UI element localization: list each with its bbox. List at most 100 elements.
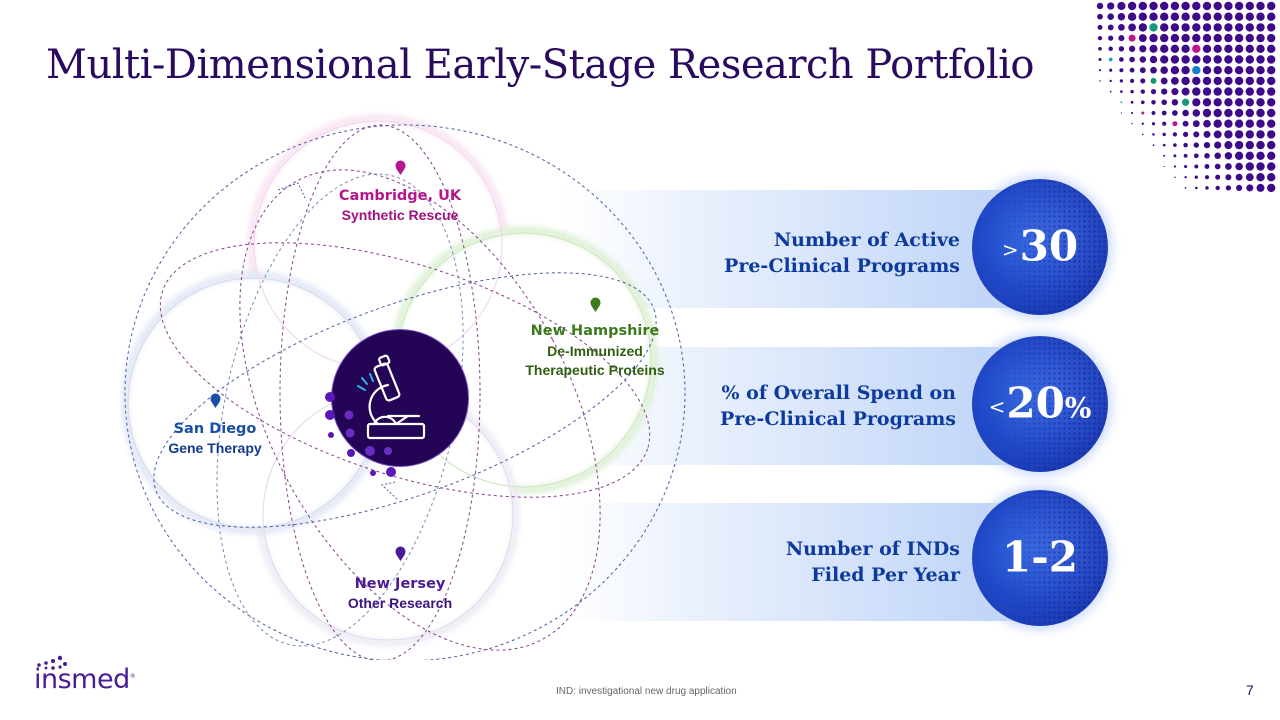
decorative-dot — [1234, 108, 1244, 118]
microscope-icon — [325, 354, 426, 477]
decorative-dot — [1256, 162, 1265, 171]
decorative-dot — [1213, 87, 1222, 96]
decorative-dot — [1162, 121, 1167, 126]
decorative-dot — [1139, 67, 1146, 74]
decorative-dot — [1127, 12, 1137, 21]
decorative-dot — [1267, 108, 1276, 118]
decorative-dot — [1163, 154, 1166, 157]
decorative-dot — [1234, 140, 1244, 150]
decorative-dot — [1160, 55, 1169, 64]
decorative-dot — [1214, 141, 1222, 149]
decorative-dot — [1170, 33, 1180, 43]
decorative-dot — [1224, 130, 1233, 139]
stat-band-active-programs — [560, 190, 1020, 308]
decorative-dot — [1256, 173, 1265, 182]
location-focus: Gene Therapy — [168, 440, 262, 456]
decorative-dot — [1109, 79, 1112, 83]
decorative-dot — [1202, 33, 1212, 43]
decorative-dot — [1245, 76, 1254, 86]
decorative-dot — [1213, 12, 1222, 21]
decorative-dot — [1107, 2, 1115, 10]
stat-number: 30 — [1019, 221, 1079, 271]
stat-label-line1: Number of INDs — [785, 538, 960, 560]
stat-label-line2: Filed Per Year — [811, 564, 960, 586]
decorative-dot — [1108, 57, 1113, 62]
decorative-dot — [1170, 1, 1180, 11]
decorative-dot — [1245, 66, 1254, 75]
decorative-dot — [1267, 140, 1276, 150]
decorative-dot — [1120, 101, 1123, 104]
decorative-dot — [1129, 56, 1135, 63]
decorative-dot — [1160, 33, 1169, 43]
decorative-dot — [1256, 87, 1265, 96]
decorative-dot — [1192, 120, 1200, 128]
decorative-dot — [1213, 55, 1222, 64]
decorative-dot — [1202, 87, 1212, 96]
decorative-dot — [1256, 151, 1265, 160]
decorative-dot — [1127, 1, 1137, 11]
decorative-dot — [1267, 119, 1276, 128]
decorative-dot — [1224, 33, 1233, 43]
decorative-dot — [1202, 108, 1212, 118]
logo-wordmark: insmed — [34, 664, 130, 695]
decorative-dot — [1213, 23, 1222, 32]
decorative-dot — [1181, 76, 1190, 86]
location-new-hampshire: New Hampshire De-Immunized Therapeutic P… — [500, 297, 690, 380]
decorative-dot — [1224, 119, 1233, 128]
stat-orb-active-programs: >30 — [972, 179, 1108, 315]
decorative-dot — [1184, 164, 1188, 169]
decorative-dot — [1162, 143, 1166, 147]
decorative-dot — [1140, 78, 1146, 84]
decorative-dot — [1245, 140, 1254, 150]
decorative-dot — [1194, 175, 1198, 179]
decorative-dot — [1213, 1, 1222, 11]
decorative-dot — [1138, 23, 1147, 32]
decorative-dot — [1245, 151, 1254, 160]
decorative-dot — [1267, 87, 1276, 96]
decorative-dot — [1224, 55, 1233, 64]
decorative-dot — [1213, 66, 1222, 75]
decorative-dot — [1256, 140, 1265, 150]
decorative-dot — [1162, 132, 1166, 137]
decorative-dot — [1151, 122, 1156, 126]
stat-value: 1-2 — [972, 533, 1108, 582]
decorative-dot — [1213, 44, 1222, 53]
orbit-outer — [124, 124, 686, 660]
decorative-dot — [1225, 174, 1232, 181]
stat-band-inds — [560, 503, 1020, 621]
decorative-dot — [1234, 44, 1244, 53]
decorative-dot — [1129, 67, 1135, 73]
decorative-dot — [1120, 112, 1122, 114]
decorative-dot — [1267, 44, 1276, 53]
decorative-dot — [1203, 130, 1211, 138]
decorative-dot — [1267, 98, 1276, 107]
decorative-dot — [1181, 55, 1190, 64]
decorative-dot — [1215, 185, 1220, 191]
decorative-dot — [1224, 12, 1233, 21]
location-city: New Hampshire — [530, 323, 660, 339]
location-san-diego: San Diego Gene Therapy — [145, 393, 285, 458]
decorative-dot — [1172, 110, 1178, 116]
decorative-dot — [1109, 90, 1112, 93]
decorative-dot — [1150, 88, 1157, 95]
decorative-dot — [1213, 119, 1222, 128]
decorative-dot — [1181, 44, 1190, 53]
decorative-dot — [1234, 151, 1244, 160]
decorative-dot — [1224, 152, 1233, 160]
decorative-dot — [1098, 69, 1102, 72]
decorative-dot — [1149, 55, 1158, 64]
decorative-dot — [1194, 164, 1199, 169]
decorative-dot — [1117, 12, 1126, 21]
decorative-dot — [1256, 119, 1265, 128]
decorative-dot — [1099, 80, 1101, 82]
center-research-disc — [332, 330, 468, 466]
decorative-dot — [1267, 173, 1276, 182]
decorative-dot — [1214, 152, 1221, 160]
decorative-dot — [1193, 153, 1199, 159]
decorative-dot — [1130, 78, 1135, 83]
decorative-dot — [1182, 120, 1189, 127]
decorative-dot — [1096, 2, 1104, 10]
decorative-dot — [1245, 98, 1254, 107]
decorative-dot — [1181, 1, 1190, 11]
decorative-dot — [1170, 12, 1180, 21]
